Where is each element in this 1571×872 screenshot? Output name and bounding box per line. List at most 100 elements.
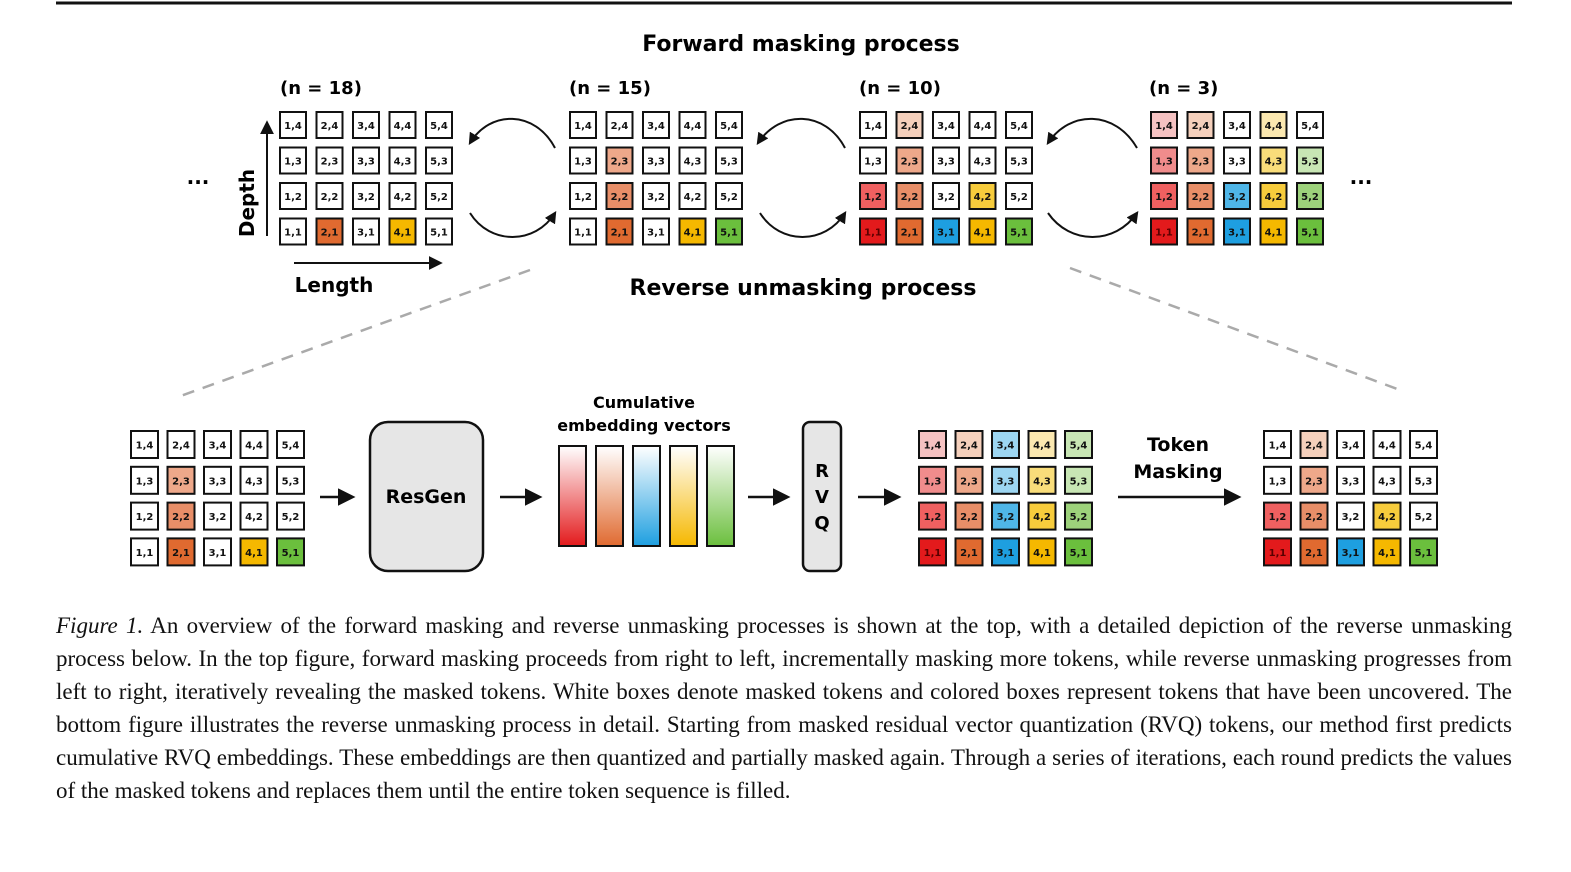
token-cell-5-3 xyxy=(715,146,743,175)
token-cell-label: 3,3 xyxy=(209,476,227,487)
token-cell-label: 3,3 xyxy=(937,157,955,168)
token-cell-5-4 xyxy=(425,111,453,139)
token-cell-label: 1,4 xyxy=(284,121,302,132)
token-cell-label: 3,2 xyxy=(647,192,665,203)
token-cell-label: 2,3 xyxy=(611,157,629,168)
token-cell-3-1 xyxy=(991,537,1020,567)
token-cell-label: 1,3 xyxy=(1269,476,1287,487)
token-cell-label: 5,3 xyxy=(282,476,300,487)
reverse-title: Reverse unmasking process xyxy=(630,276,977,301)
token-cell-label: 4,4 xyxy=(1378,441,1396,452)
token-cell-label: 2,3 xyxy=(321,157,339,168)
top-grid-label-3: (n = 10) xyxy=(859,78,941,99)
token-cell-label: 4,3 xyxy=(974,157,992,168)
token-cell-5-4 xyxy=(1005,111,1033,139)
token-cell-label: 4,4 xyxy=(974,121,992,132)
token-cell-label: 5,4 xyxy=(282,441,300,452)
token-cell-3-3 xyxy=(932,146,960,175)
token-cell-3-2 xyxy=(1336,501,1365,531)
token-cell-1-3 xyxy=(279,146,307,175)
token-cell-label: 4,4 xyxy=(394,121,412,132)
token-cell-4-2 xyxy=(239,501,269,531)
token-cell-1-1 xyxy=(918,537,947,567)
token-cell-label: 2,4 xyxy=(172,441,190,452)
token-cell-2-1 xyxy=(315,217,344,246)
token-cell-label: 1,3 xyxy=(864,157,882,168)
token-cell-label: 4,1 xyxy=(245,548,263,559)
token-cell-2-3 xyxy=(895,146,924,175)
token-cell-1-3 xyxy=(859,146,887,175)
token-cell-1-4 xyxy=(1150,111,1178,139)
token-cell-label: 3,2 xyxy=(1228,192,1246,203)
token-cell-label: 2,4 xyxy=(1305,441,1323,452)
token-cell-label: 1,3 xyxy=(136,476,154,487)
token-cell-label: 3,2 xyxy=(357,192,375,203)
token-cell-label: 1,1 xyxy=(1269,548,1287,559)
embedding-bar-2 xyxy=(595,445,624,547)
token-cell-label: 2,1 xyxy=(901,228,919,239)
token-cell-5-2 xyxy=(1409,501,1438,531)
rvq-letter-r: R xyxy=(815,461,829,482)
token-cell-4-3 xyxy=(968,146,997,175)
embedding-bar-5 xyxy=(706,445,735,547)
token-cell-2-3 xyxy=(166,465,196,495)
token-masking-label-line1: Token xyxy=(1147,434,1209,456)
token-cell-5-2 xyxy=(276,501,305,531)
token-cell-2-2 xyxy=(605,182,634,210)
token-cell-label: 5,1 xyxy=(1010,228,1028,239)
token-cell-5-3 xyxy=(1409,465,1438,495)
token-cell-1-1 xyxy=(130,537,159,567)
token-cell-label: 4,3 xyxy=(684,157,702,168)
token-cell-4-3 xyxy=(1372,465,1402,495)
token-cell-label: 5,3 xyxy=(1415,476,1433,487)
token-cell-label: 2,3 xyxy=(901,157,919,168)
token-cell-1-4 xyxy=(1263,430,1292,459)
token-cell-label: 5,1 xyxy=(282,548,300,559)
token-cell-label: 3,4 xyxy=(209,441,227,452)
token-cell-label: 5,1 xyxy=(1070,548,1088,559)
rvq-letter-q: Q xyxy=(814,513,829,534)
token-cell-label: 3,3 xyxy=(357,157,375,168)
token-cell-4-3 xyxy=(678,146,707,175)
rvq-block xyxy=(801,420,843,573)
token-cell-label: 1,1 xyxy=(1155,228,1173,239)
token-cell-4-4 xyxy=(678,111,707,139)
token-cell-3-4 xyxy=(642,111,670,139)
token-cell-3-4 xyxy=(1223,111,1251,139)
reverse-arrow-3 xyxy=(1047,211,1139,238)
token-cell-label: 2,1 xyxy=(321,228,339,239)
token-cell-label: 1,2 xyxy=(1155,192,1173,203)
token-cell-label: 1,4 xyxy=(1155,121,1173,132)
reverse-arrow-1 xyxy=(469,210,557,238)
token-cell-label: 4,1 xyxy=(394,228,412,239)
embedding-title-line1: Cumulative xyxy=(593,393,695,412)
token-cell-label: 3,1 xyxy=(1342,548,1360,559)
token-cell-3-3 xyxy=(352,146,380,175)
token-cell-label: 1,3 xyxy=(284,157,302,168)
token-cell-1-1 xyxy=(1150,217,1178,246)
token-cell-3-4 xyxy=(991,430,1020,459)
token-cell-3-4 xyxy=(352,111,380,139)
token-cell-2-1 xyxy=(1186,217,1215,246)
token-cell-1-2 xyxy=(279,182,307,210)
token-cell-label: 2,2 xyxy=(321,192,339,203)
token-cell-label: 1,3 xyxy=(1155,157,1173,168)
token-cell-2-2 xyxy=(1186,182,1215,210)
token-cell-label: 5,3 xyxy=(720,157,738,168)
token-cell-label: 4,3 xyxy=(1265,157,1283,168)
token-cell-label: 4,4 xyxy=(684,121,702,132)
token-cell-2-3 xyxy=(1299,465,1329,495)
embedding-bar-3 xyxy=(632,445,661,547)
token-cell-label: 1,2 xyxy=(574,192,592,203)
token-cell-label: 5,3 xyxy=(430,157,448,168)
token-cell-1-4 xyxy=(279,111,307,139)
token-cell-label: 1,2 xyxy=(284,192,302,203)
token-cell-5-1 xyxy=(1005,217,1033,246)
top-grid-label-1: (n = 18) xyxy=(280,78,362,99)
token-cell-1-2 xyxy=(1150,182,1178,210)
token-cell-3-4 xyxy=(1336,430,1365,459)
token-cell-label: 1,4 xyxy=(574,121,592,132)
token-cell-label: 1,2 xyxy=(924,512,942,523)
